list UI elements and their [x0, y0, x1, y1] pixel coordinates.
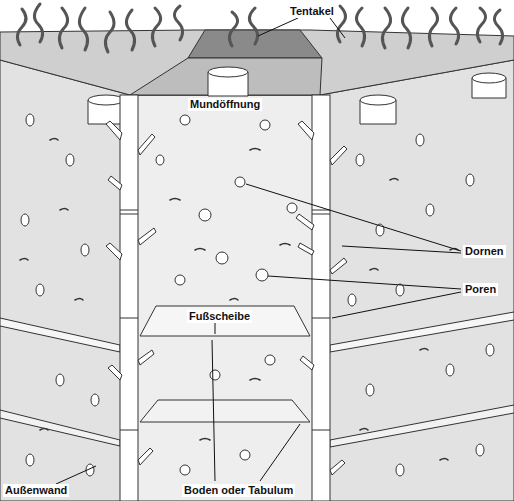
part-label: Boden oder Tabulum [182, 484, 295, 497]
part-label: Poren [463, 283, 498, 296]
part-label: Tentakel [288, 5, 336, 18]
leader-lines [56, 18, 461, 484]
part-label: Außenwand [3, 484, 69, 497]
part-label: Mundöffnung [188, 98, 262, 111]
part-label: Fußscheibe [187, 310, 252, 323]
part-label: Dornen [463, 245, 506, 258]
